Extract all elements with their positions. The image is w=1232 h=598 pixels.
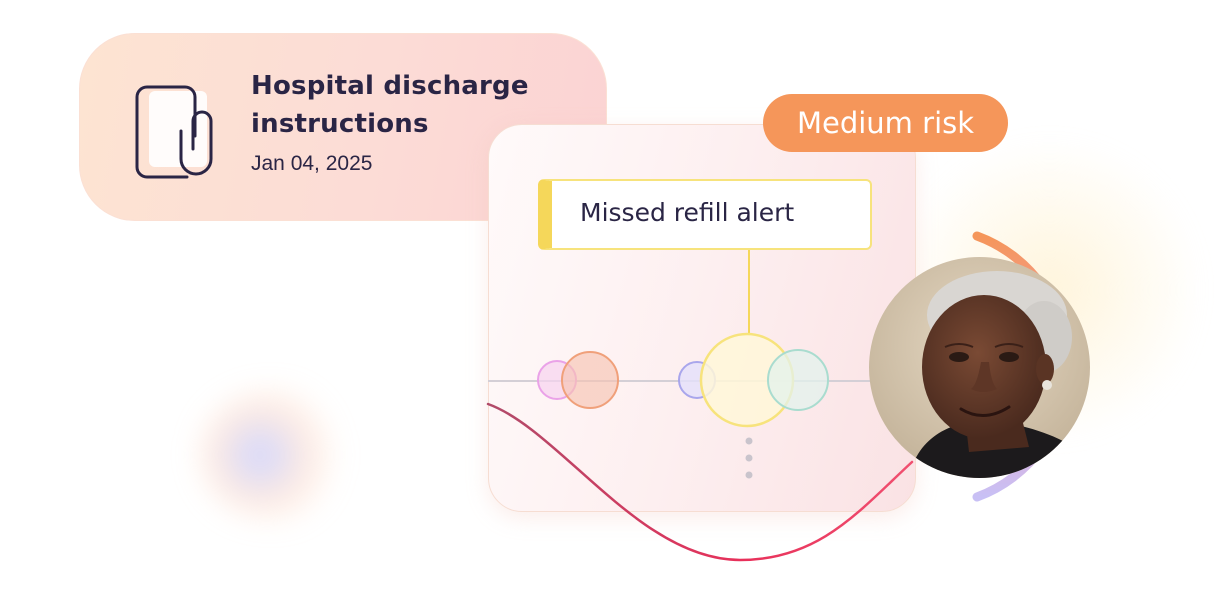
ambient-glow-left	[200, 390, 350, 520]
patient-portrait-image	[869, 257, 1090, 478]
document-date: Jan 04, 2025	[251, 152, 373, 175]
patient-avatar[interactable]	[869, 257, 1090, 478]
continuation-dot	[745, 437, 753, 445]
missed-refill-alert[interactable]: Missed refill alert	[538, 179, 872, 250]
risk-trend-wave	[486, 402, 914, 562]
risk-level-badge: Medium risk	[763, 94, 1008, 152]
timeline-node	[561, 351, 619, 409]
document-attachment-icon	[135, 85, 213, 179]
continuation-dot	[745, 471, 753, 479]
timeline-node	[767, 349, 829, 411]
alert-label: Missed refill alert	[580, 198, 795, 227]
document-title: Hospital discharge instructions	[251, 71, 529, 139]
continuation-dot	[745, 454, 753, 462]
